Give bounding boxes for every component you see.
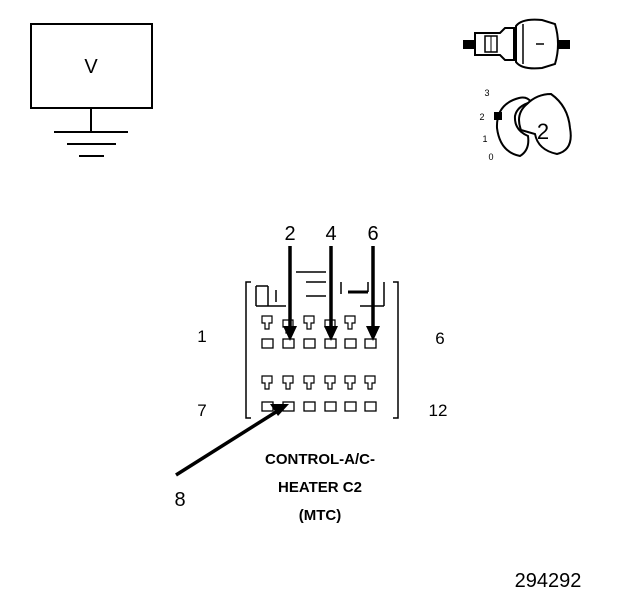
voltmeter-symbol: V [30,23,153,157]
connector-title-line-3: (MTC) [299,507,341,524]
ignition-key-icon [463,18,570,70]
switch-position-label: 3 [484,88,489,98]
switch-position-label: 1 [482,134,487,144]
pin-label-7: 7 [197,401,206,420]
terminal-latch [282,375,294,390]
terminal-latch [261,315,273,330]
terminal-cavity [324,401,337,412]
terminal-cavity [303,401,316,412]
pin-arrow-2 [283,246,297,341]
connector-terminals [261,315,377,412]
pin-arrow-8 [175,404,289,477]
pin-label-1: 1 [197,327,206,346]
arrow-label-2: 2 [284,223,295,245]
ignition-switch-icon: 2 3 2 1 0 [479,88,572,162]
terminal-latch [364,375,376,390]
terminal-latch [303,315,315,330]
ground-icon [54,131,128,157]
terminal-latch [303,375,315,390]
terminal-cavity [261,401,274,412]
figure-number: 294292 [515,570,582,592]
pin-label-12: 12 [429,401,448,420]
terminal-latch [261,375,273,390]
terminal-latch [324,375,336,390]
terminal-cavity [344,401,357,412]
pin-arrow-6 [366,246,380,341]
terminal-cavity [282,338,295,349]
arrow-label-8: 8 [174,489,185,511]
arrow-label-4: 4 [325,223,336,245]
terminal-latch [344,375,356,390]
arrow-label-6: 6 [367,223,378,245]
terminal-cavity [261,338,274,349]
terminal-cavity [364,401,377,412]
pin-label-6: 6 [435,329,444,348]
pin-arrow-4 [324,246,338,341]
switch-position-label: 2 [479,112,484,122]
connector-title-line-2: HEATER C2 [278,479,362,496]
terminal-cavity [303,338,316,349]
connector-title-line-1: CONTROL-A/C- [265,451,375,468]
terminal-cavity [344,338,357,349]
terminal-cavity [324,338,337,349]
connector-body [245,271,399,419]
terminal-latch [344,315,356,330]
switch-position-label: 0 [488,152,493,162]
voltmeter-box [30,23,153,109]
voltmeter-label: V [84,56,98,78]
switch-selected-position: 2 [537,119,549,144]
terminal-cavity [364,338,377,349]
